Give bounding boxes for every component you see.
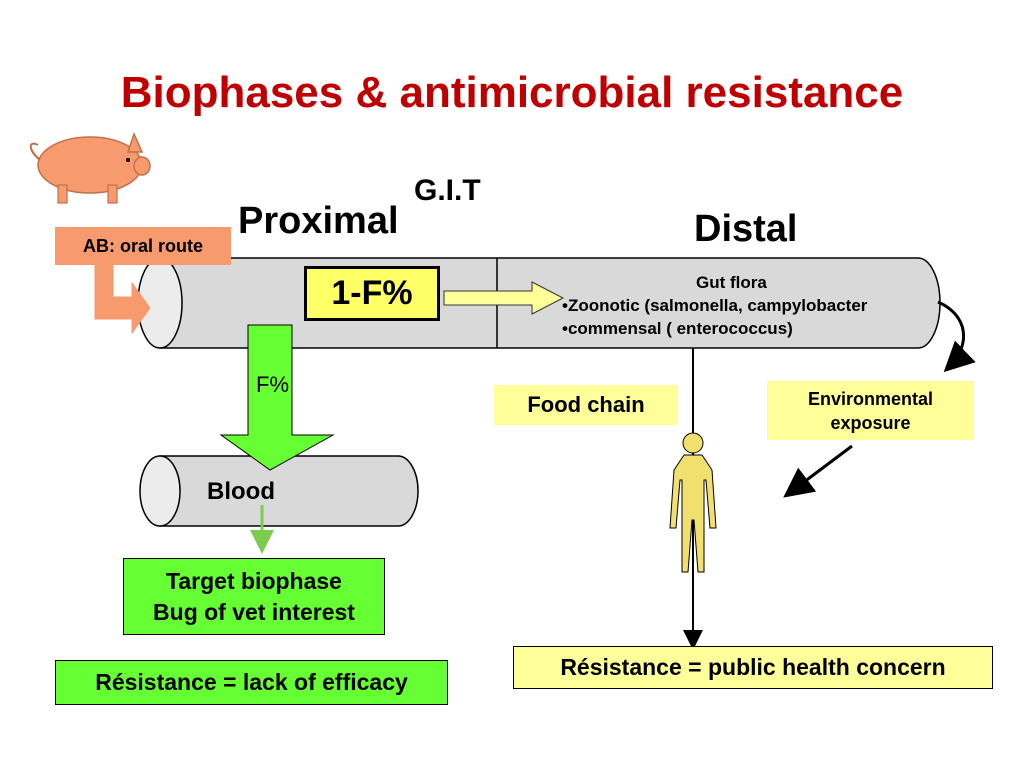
blood-label: Blood	[207, 478, 275, 505]
oral-route-arrow	[94, 264, 151, 335]
unabsorbed-fraction-box: 1-F%	[304, 266, 440, 321]
git-label: G.I.T	[414, 174, 481, 207]
absorbed-fraction-label: F%	[256, 372, 289, 397]
ab-oral-route-box: AB: oral route	[55, 227, 231, 265]
gut-flora-item-commensal: •commensal ( enterococcus)	[562, 319, 793, 338]
unabsorbed-arrow	[443, 281, 565, 315]
resistance-public-health-label: Résistance = public health concern	[560, 654, 946, 680]
target-biophase-line2: Bug of vet interest	[153, 598, 355, 625]
gut-flora-item-zoonotic: •Zoonotic (salmonella, campylobacter	[562, 296, 868, 315]
page-title: Biophases & antimicrobial resistance	[120, 68, 904, 117]
environmental-exposure-box: Environmental exposure	[767, 381, 974, 440]
ab-oral-route-label: AB: oral route	[82, 235, 203, 256]
unabsorbed-fraction-label: 1-F%	[331, 274, 413, 312]
resistance-public-health-box: Résistance = public health concern	[513, 646, 993, 689]
environment-to-human-arrow	[783, 444, 853, 498]
food-chain-box: Food chain	[494, 385, 678, 425]
environmental-label-line1: Environmental	[807, 388, 934, 409]
resistance-efficacy-label: Résistance = lack of efficacy	[95, 669, 408, 695]
target-biophase-box: Target biophase Bug of vet interest	[123, 558, 385, 635]
pig-icon	[29, 131, 151, 204]
absorption-arrow	[219, 324, 335, 471]
distal-label: Distal	[694, 208, 798, 250]
gut-flora-heading: Gut flora	[696, 273, 767, 292]
human-figure-icon	[669, 432, 717, 573]
resistance-efficacy-box: Résistance = lack of efficacy	[55, 660, 448, 705]
proximal-label: Proximal	[238, 200, 399, 242]
environmental-label-line2: exposure	[830, 412, 911, 433]
food-chain-label: Food chain	[527, 392, 645, 417]
environment-curve-arrow	[937, 300, 976, 373]
blood-tube	[139, 455, 419, 527]
target-biophase-line1: Target biophase	[166, 567, 342, 594]
